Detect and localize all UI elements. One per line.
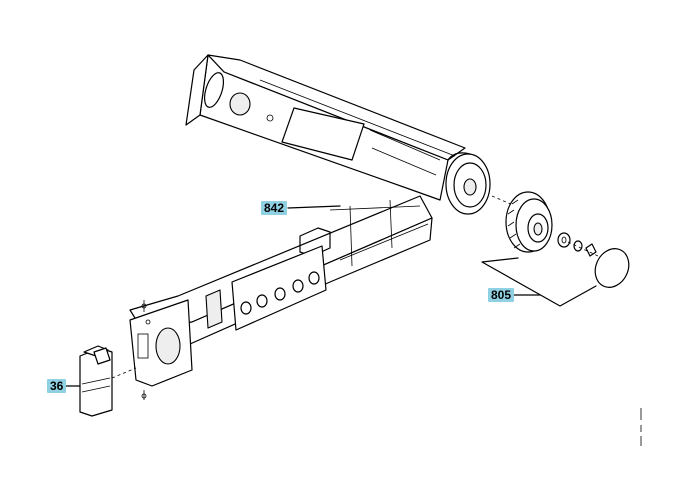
battery-cover-part-36	[79, 345, 137, 417]
upper-arm	[185, 54, 491, 215]
knob-assembly-part-805	[481, 191, 630, 307]
callout-part-842: 842	[261, 201, 288, 215]
leader-842	[287, 205, 341, 209]
callout-part-805: 805	[488, 288, 515, 302]
callout-part-36: 36	[47, 379, 67, 393]
lower-arm	[129, 195, 433, 400]
